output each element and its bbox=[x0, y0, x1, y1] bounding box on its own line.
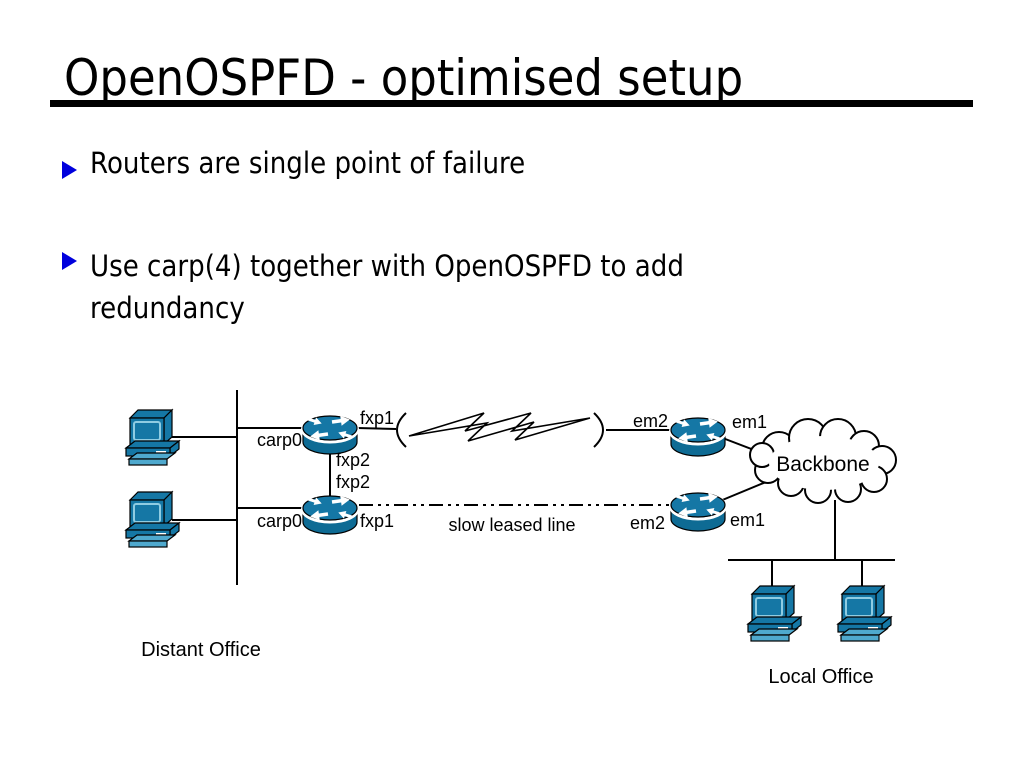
label-backbone: Backbone bbox=[776, 453, 869, 476]
workstation-icon bbox=[125, 409, 180, 466]
router-icon-3 bbox=[671, 417, 726, 456]
router-icon-1 bbox=[303, 415, 358, 454]
cloud-icon bbox=[749, 418, 897, 504]
label-slow-leased-line: slow leased line bbox=[448, 515, 575, 535]
bullet-2-line-1: Use carp(4) together with OpenOSPFD to a… bbox=[90, 249, 684, 283]
bullet-1-line-1: Routers are single point of failure bbox=[90, 146, 526, 180]
label-carp0-router2: carp0 bbox=[257, 511, 302, 531]
label-em1-router3: em1 bbox=[732, 412, 767, 432]
label-carp0-router1: carp0 bbox=[257, 430, 302, 450]
distant-office-lan-lines bbox=[172, 390, 331, 585]
bullet-marker-icon bbox=[62, 252, 77, 270]
label-em2-router4: em2 bbox=[630, 513, 665, 533]
bullet-item-1: Routers are single point of failure bbox=[90, 149, 574, 178]
label-fxp2-router1: fxp2 bbox=[336, 450, 370, 470]
title-underline bbox=[50, 100, 973, 107]
label-fxp2-router2: fxp2 bbox=[336, 472, 370, 492]
bullet-item-2: Use carp(4) together with OpenOSPFD to a… bbox=[90, 245, 750, 329]
fast-serial-link bbox=[356, 412, 673, 448]
page-title: OpenOSPFD - optimised setup bbox=[64, 53, 819, 103]
workstation-icon bbox=[747, 585, 802, 642]
interface-labels: carp0 fxp1 fxp2 fxp2 carp0 fxp1 em2 em1 … bbox=[257, 408, 767, 533]
router-icon-2 bbox=[303, 495, 358, 534]
workstation-icon bbox=[125, 491, 180, 548]
label-em2-router3: em2 bbox=[633, 411, 668, 431]
label-em1-router4: em1 bbox=[730, 510, 765, 530]
lightning-bolt-icon bbox=[408, 412, 591, 442]
page-title-text: OpenOSPFD - optimised setup bbox=[64, 49, 744, 107]
link-break-arc-left bbox=[396, 412, 407, 448]
router-icon-4 bbox=[671, 492, 726, 531]
workstation-icon bbox=[837, 585, 892, 642]
label-fxp1-router1: fxp1 bbox=[360, 408, 394, 428]
local-office-lan-lines bbox=[728, 500, 895, 588]
link-break-arc-right bbox=[593, 412, 604, 448]
label-distant-office: Distant Office bbox=[141, 639, 261, 661]
bullet-marker-icon bbox=[62, 161, 77, 179]
bullet-2-line-2: redundancy bbox=[90, 291, 245, 325]
router1-fxp1-line bbox=[356, 427, 397, 430]
label-fxp1-router2: fxp1 bbox=[360, 511, 394, 531]
label-local-office: Local Office bbox=[768, 666, 873, 688]
